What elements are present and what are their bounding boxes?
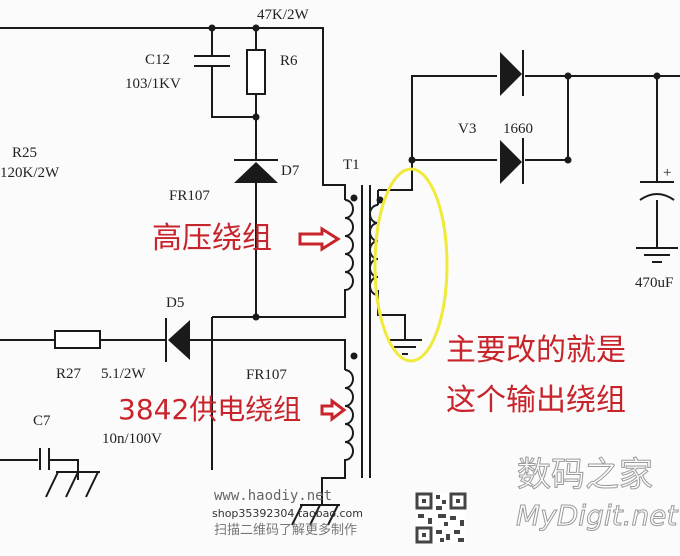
- watermark-url: www.haodiy.net: [214, 488, 333, 504]
- note-line-2: 这个输出绕组: [446, 383, 626, 418]
- t1-ref-label: T1: [343, 157, 360, 173]
- secondary-ground-icon: [388, 339, 422, 355]
- high-voltage-winding-annotation: 高压绕组: [152, 221, 272, 256]
- transformer-t1-icon: [340, 184, 384, 478]
- watermark-shop: shop35392304.taobao.com: [212, 507, 363, 520]
- v3-diode-top-icon: [500, 50, 524, 96]
- r27-ref-label: R27: [56, 366, 82, 382]
- arrow-right-icon: [298, 226, 341, 252]
- output-capacitor-icon: [639, 181, 675, 201]
- r27-resistor-icon: [54, 330, 101, 349]
- d7-ref-label: D7: [281, 163, 300, 179]
- qr-code-icon: [415, 492, 467, 544]
- r6-resistor-icon: [246, 49, 266, 95]
- arrow-right-icon: [320, 398, 347, 422]
- v3-ref-label: V3: [458, 121, 477, 137]
- output-cap-polarity: +: [663, 165, 672, 181]
- supply-winding-annotation: 3842供电绕组: [118, 393, 302, 426]
- v3-diode-bottom-icon: [500, 138, 524, 184]
- d7-diode-icon: [234, 159, 278, 183]
- r6-value-label: 47K/2W: [257, 7, 309, 23]
- c7-ref-label: C7: [33, 413, 51, 429]
- c7-capacitor-icon: [39, 448, 50, 470]
- d5-ref-label: D5: [166, 295, 185, 311]
- chassis-ground-icon: [45, 471, 100, 498]
- v3-value-label: 1660: [503, 121, 533, 137]
- watermark-scan-text: 扫描二维码了解更多制作: [214, 523, 358, 538]
- r25-ref-label: R25: [12, 145, 38, 161]
- c12-ref-label: C12: [145, 52, 171, 68]
- brand-logo-en: MyDigit.net: [515, 499, 678, 532]
- r25-value-label: 120K/2W: [0, 165, 60, 181]
- d7-value-label: FR107: [169, 188, 210, 204]
- c12-value-label: 103/1KV: [125, 76, 181, 92]
- ground-icon: [636, 247, 678, 263]
- d5-diode-icon: [165, 318, 190, 362]
- brand-logo-cn: 数码之家: [517, 455, 654, 495]
- output-cap-value-label: 470uF: [635, 275, 674, 291]
- c7-value-label: 10n/100V: [102, 431, 162, 447]
- highlight-ellipse: [373, 167, 449, 363]
- r27-value-label: 5.1/2W: [101, 366, 146, 382]
- note-line-1: 主要改的就是: [446, 333, 626, 368]
- d5-value-label: FR107: [246, 367, 287, 383]
- r6-ref-label: R6: [280, 53, 298, 69]
